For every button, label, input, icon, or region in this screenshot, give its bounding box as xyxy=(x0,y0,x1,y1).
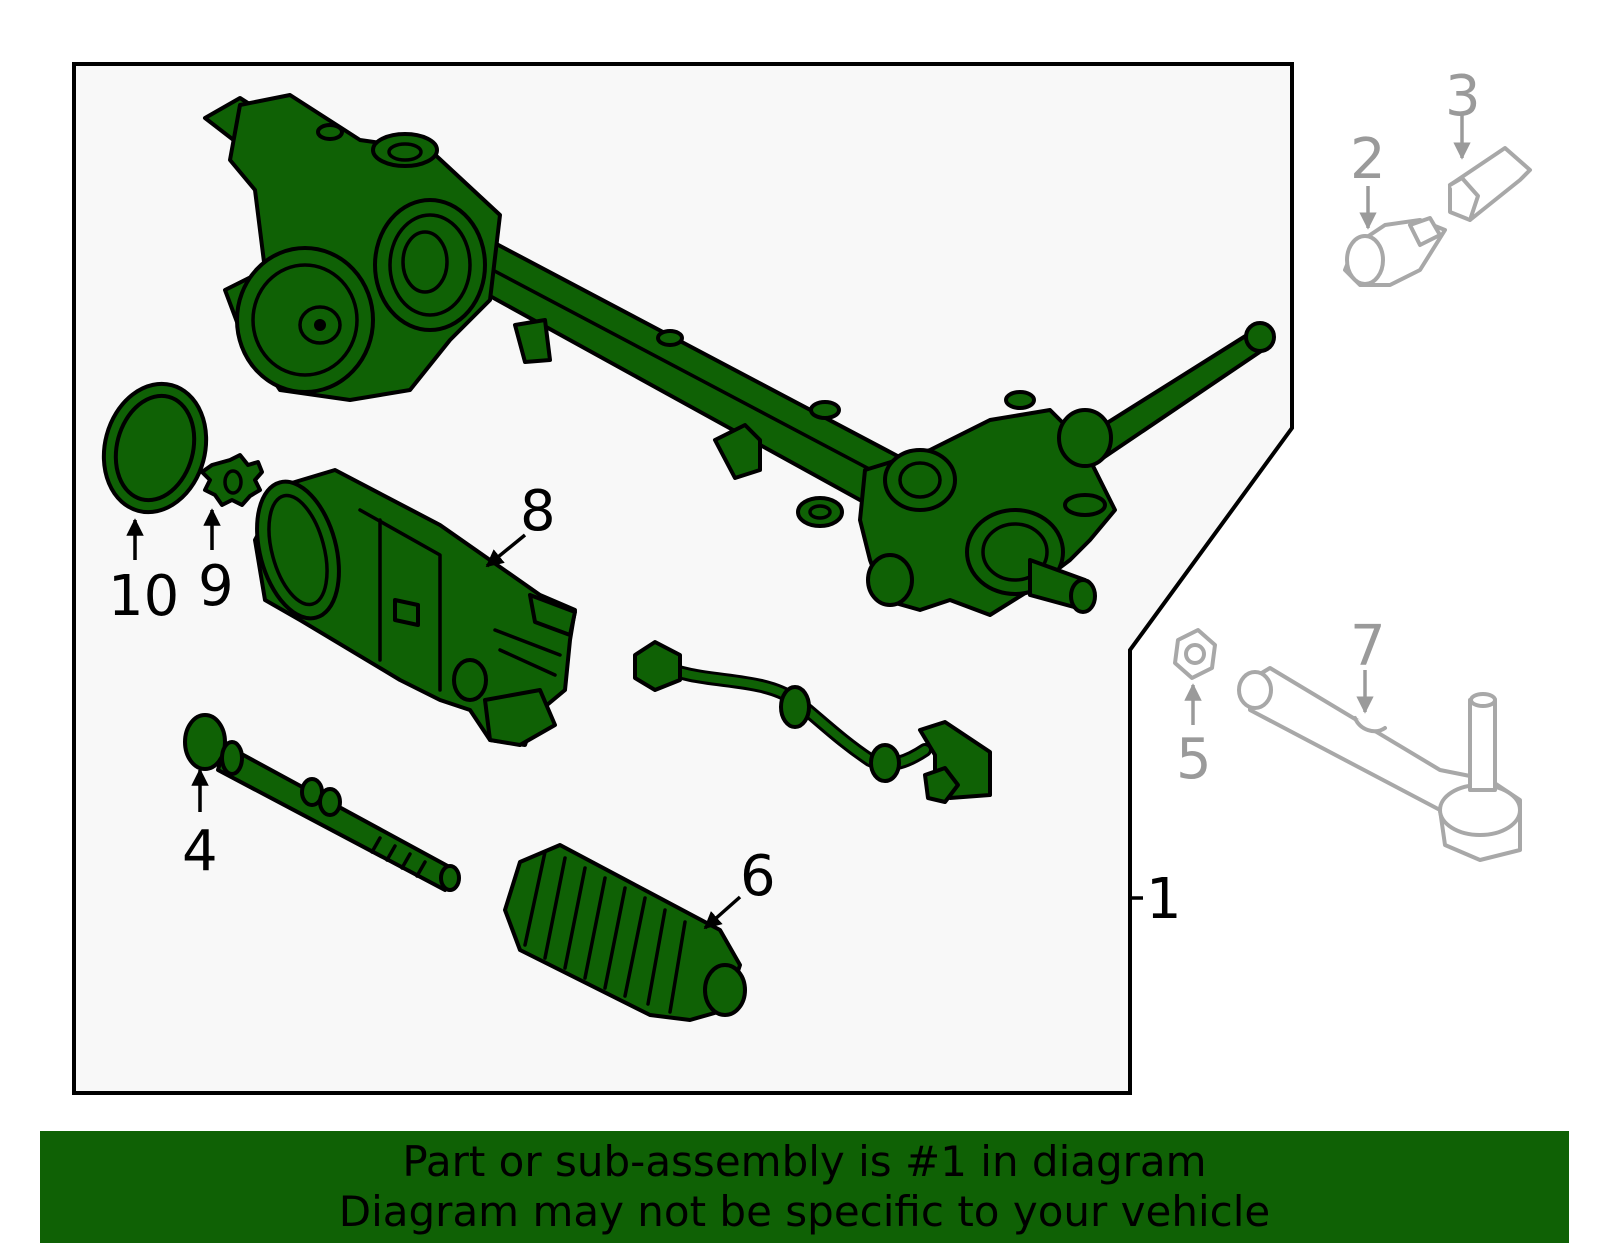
clamp-part-3 xyxy=(1448,146,1532,222)
callout-5: 5 xyxy=(1176,727,1212,792)
footer-line-2: Diagram may not be specific to your vehi… xyxy=(338,1187,1271,1236)
callout-8: 8 xyxy=(520,479,556,544)
clamp-part-2 xyxy=(1343,216,1447,287)
outer-tie-rod-end-part-7 xyxy=(1237,666,1522,862)
motor-part-8 xyxy=(253,468,577,747)
callout-1: 1 xyxy=(1146,867,1182,932)
callout-6: 6 xyxy=(740,844,776,909)
footer-line-1: Part or sub-assembly is #1 in diagram xyxy=(402,1137,1207,1186)
nut-part-5 xyxy=(1173,628,1217,680)
footer-banner: Part or sub-assembly is #1 in diagram Di… xyxy=(40,1131,1569,1243)
steering-rack-housing xyxy=(203,93,1276,617)
coupler-part-9 xyxy=(200,453,264,507)
inner-tie-rod-part-4 xyxy=(183,713,461,892)
callout-4: 4 xyxy=(182,819,218,884)
callout-7: 7 xyxy=(1350,614,1386,679)
seal-ring-part-10 xyxy=(101,381,209,515)
wiring-harness xyxy=(633,640,992,804)
callout-10: 10 xyxy=(108,564,179,629)
callout-2: 2 xyxy=(1350,127,1386,192)
callout-3: 3 xyxy=(1445,64,1481,129)
boot-part-6 xyxy=(503,843,747,1022)
callout-9: 9 xyxy=(198,554,234,619)
